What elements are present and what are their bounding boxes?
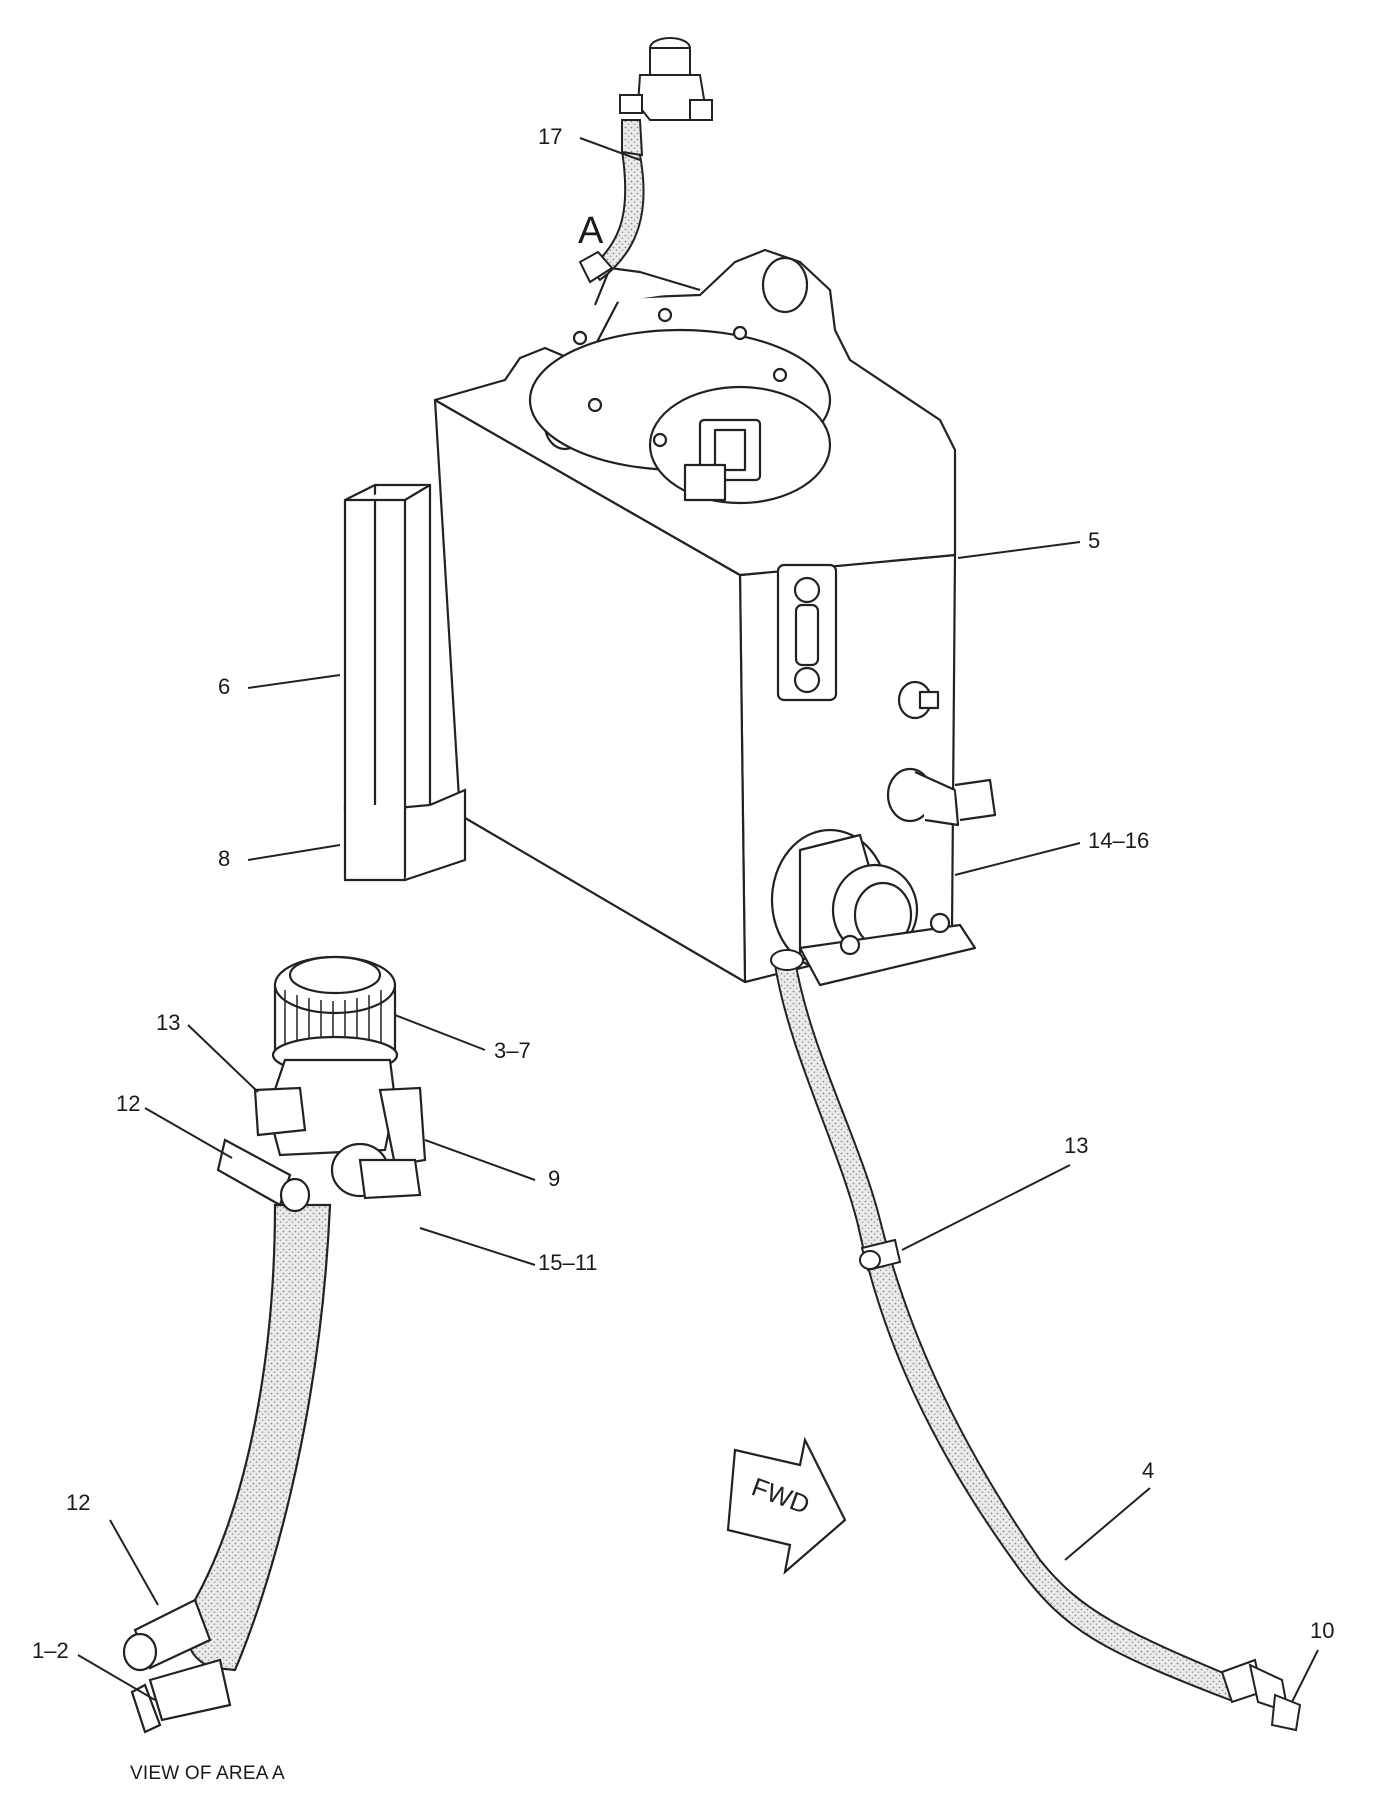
callout-5: 5 xyxy=(1088,528,1101,553)
callout-6: 6 xyxy=(218,674,231,699)
callout-13-clip: 13 xyxy=(1064,1133,1089,1158)
callout-8: 8 xyxy=(218,846,231,871)
leader-lines xyxy=(77,137,1319,1703)
return-hose xyxy=(770,949,1302,1732)
callout-10: 10 xyxy=(1310,1618,1335,1643)
detail-breather-assembly xyxy=(122,955,427,1734)
fwd-direction-arrow: FWD xyxy=(726,1436,847,1575)
callout-12-top: 12 xyxy=(116,1091,141,1116)
callout-1-2: 1–2 xyxy=(32,1638,69,1663)
callout-9: 9 xyxy=(548,1166,561,1191)
callout-17: 17 xyxy=(538,124,563,149)
callout-4: 4 xyxy=(1142,1458,1155,1483)
callout-14-16: 14–16 xyxy=(1088,828,1150,853)
callout-12-bottom: 12 xyxy=(66,1490,91,1515)
upper-breather-assembly xyxy=(578,37,713,284)
callout-3-7: 3–7 xyxy=(494,1038,531,1063)
callout-13-top: 13 xyxy=(156,1010,181,1035)
filter-block xyxy=(343,483,467,882)
callout-15-11: 15–11 xyxy=(538,1250,598,1275)
view-caption: VIEW OF AREA A xyxy=(130,1763,285,1784)
area-a-marker: A xyxy=(578,210,604,252)
reservoir-tank xyxy=(433,248,997,987)
